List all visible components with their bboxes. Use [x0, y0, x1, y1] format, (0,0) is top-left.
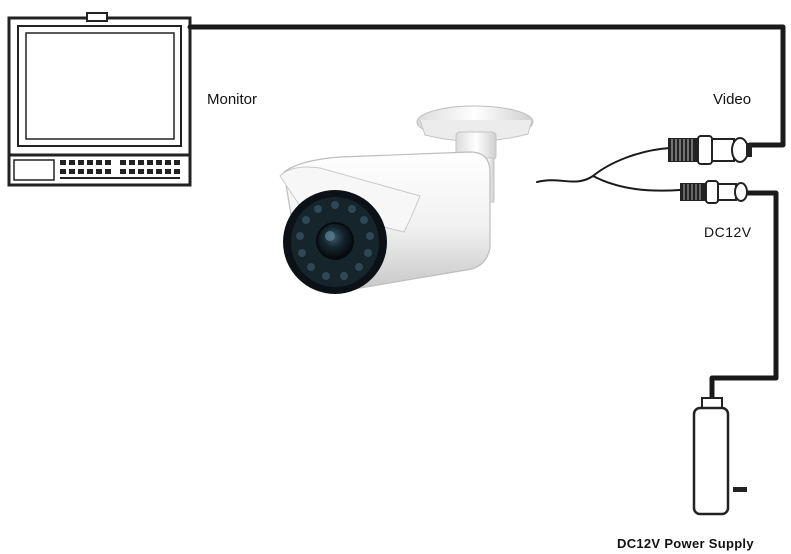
camera-tail-cable: [537, 148, 670, 182]
power-supply-icon: [694, 398, 747, 514]
bnc-video-connector-icon: [668, 136, 752, 164]
dc-power-connector-icon: [680, 181, 747, 203]
dc-connector-label: DC12V: [704, 224, 752, 240]
monitor-label: Monitor: [207, 91, 257, 108]
video-label: Video: [713, 91, 751, 108]
monitor-icon: [9, 13, 190, 185]
camera-lens: [317, 223, 353, 259]
camera-front: [283, 190, 387, 294]
bullet-camera-icon: [280, 106, 533, 294]
power-supply-label: DC12V Power Supply: [617, 536, 754, 551]
